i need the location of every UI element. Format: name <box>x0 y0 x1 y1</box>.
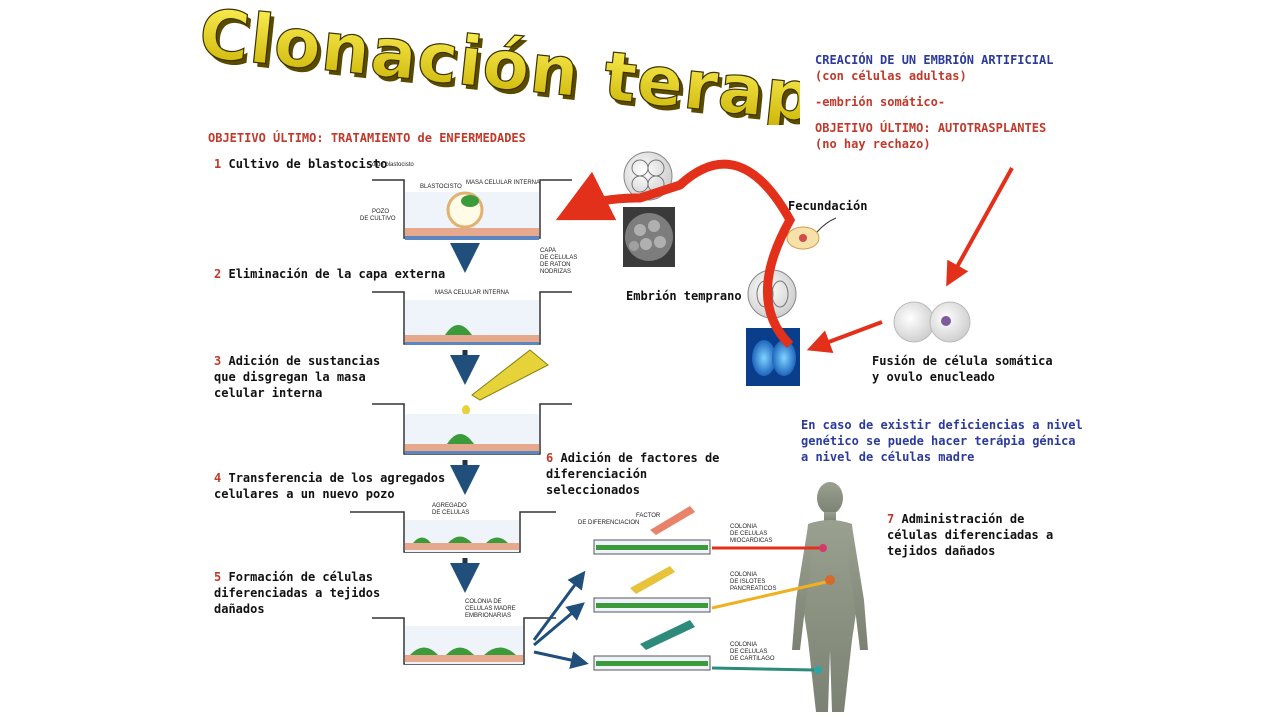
fig-car1: COLONIA <box>730 642 757 648</box>
fig-capa4: NODRIZAS <box>540 269 571 275</box>
fertilization-egg <box>786 217 837 250</box>
fig-capa2: DE CELULAS <box>540 255 577 261</box>
fig-blastocisto: BLASTOCISTO <box>420 184 462 190</box>
step-5: 5 Formación de células diferenciadas a t… <box>214 569 394 617</box>
label-fusion: Fusión de célula somática y ovulo enucle… <box>872 354 1053 384</box>
red-arrow-left <box>806 320 883 354</box>
step-3-text: Adición de sustancias que disgregan la m… <box>214 354 381 400</box>
fig-pan3: PANCREATICOS <box>730 586 776 592</box>
right-line1: CREACIÓN DE UN EMBRIÓN ARTIFICIAL <box>815 53 1054 67</box>
step-7-text: Administración de células diferenciadas … <box>887 512 1054 558</box>
fig-car2: DE CELULAS <box>730 649 767 655</box>
step-2-text: Eliminación de la capa externa <box>228 267 446 281</box>
well-2: MASA CELULAR INTERNA <box>372 290 572 345</box>
step-3-number: 3 <box>214 354 222 368</box>
pipette <box>462 349 549 415</box>
fig-agregado2: DE CELULAS <box>432 510 469 516</box>
fig-colonia3: EMBRIONARIAS <box>465 613 511 619</box>
label-terapia-genica: En caso de existir deficiencias a nivel … <box>801 418 1083 464</box>
fig-pozo2: DE CULTIVO <box>360 216 396 222</box>
fig-factor2: DE DIFERENCIACION <box>578 520 639 526</box>
fig-colonia2: CELULAS MADRE <box>465 606 516 612</box>
step-6-text: Adición de factores de diferenciación se… <box>546 451 720 497</box>
colony-arrows <box>532 570 589 669</box>
step-5-number: 5 <box>214 570 222 584</box>
fig-pan1: COLONIA <box>730 572 757 578</box>
somatic-cell-fusion <box>893 301 971 343</box>
right-line4: OBJETIVO ÚLTIMO: AUTOTRASPLANTES <box>815 121 1047 135</box>
step-3: 3 Adición de sustancias que disgregan la… <box>214 353 384 401</box>
arrow-pancreas <box>711 580 827 610</box>
step-4-number: 4 <box>214 471 222 485</box>
fig-factor1: FACTOR <box>636 513 661 519</box>
step-1-number: 1 <box>214 157 222 171</box>
fig-mio2: DE CELULAS <box>730 531 767 537</box>
step-6: 6 Adición de factores de diferenciación … <box>546 450 736 498</box>
red-arrow-cycle <box>555 159 796 349</box>
label-fecundacion: Fecundación <box>788 199 868 213</box>
well-blastocyst: o de blastocisto BLASTOCISTO MASA CELULA… <box>360 162 577 275</box>
fig-capa1: CAPA <box>540 248 556 254</box>
fig-pan2: DE ISLOTES <box>730 579 765 585</box>
diff-wells: FACTOR DE DIFERENCIACION COLONIA DE CELU… <box>578 506 776 671</box>
step-5-text: Formación de células diferenciadas a tej… <box>214 570 381 616</box>
well-5: COLONIA DE CELULAS MADRE EMBRIONARIAS <box>372 599 556 665</box>
fig-colonia1: COLONIA DE <box>465 599 502 605</box>
label-embrion-temprano: Embrión temprano <box>626 289 742 303</box>
red-arrow-down <box>946 167 1014 287</box>
right-line2: (con células adultas) <box>815 69 967 83</box>
step-2-number: 2 <box>214 267 222 281</box>
fig-car3: DE CARTILAGO <box>730 656 775 662</box>
arrow-cartilage <box>711 666 815 672</box>
fig-pozo1: POZO <box>372 209 389 215</box>
embryo-morula <box>623 207 675 267</box>
fig-masa2: MASA CELULAR INTERNA <box>435 290 509 296</box>
blue-embryo <box>746 328 800 386</box>
step-2: 2 Eliminación de la capa externa <box>214 266 445 282</box>
step-1-text: Cultivo de blastocisto <box>228 157 388 171</box>
step-7: 7 Administración de células diferenciada… <box>887 511 1077 559</box>
right-line3: -embrión somático- <box>815 95 946 109</box>
fig-agregado1: AGREGADO <box>432 503 467 509</box>
step-6-number: 6 <box>546 451 554 465</box>
objective-left: OBJETIVO ÚLTIMO: TRATAMIENTO de ENFERMED… <box>208 131 526 145</box>
fig-capa3: DE RATON <box>540 262 570 268</box>
right-line5: (no hay rechazo) <box>815 137 931 151</box>
step-7-number: 7 <box>887 512 895 526</box>
right-panel: CREACIÓN DE UN EMBRIÓN ARTIFICIAL (con c… <box>815 52 1053 152</box>
human-figure <box>792 482 868 712</box>
fig-masa1: MASA CELULAR INTERNA <box>466 180 540 186</box>
fig-mio1: COLONIA <box>730 524 757 530</box>
fig-mio3: MIOCARDICAS <box>730 538 772 544</box>
fig-header: o de blastocisto <box>372 162 414 168</box>
title-wordart: Clonación terapéutica Clonación terapéut… <box>195 5 800 125</box>
well-4: AGREGADO DE CELULAS <box>350 503 556 553</box>
well-3 <box>372 403 572 455</box>
step-1: 1 Cultivo de blastocisto <box>214 156 387 172</box>
step-4: 4 Transferencia de los agregados celular… <box>214 470 454 502</box>
step-4-text: Transferencia de los agregados celulares… <box>214 471 446 501</box>
